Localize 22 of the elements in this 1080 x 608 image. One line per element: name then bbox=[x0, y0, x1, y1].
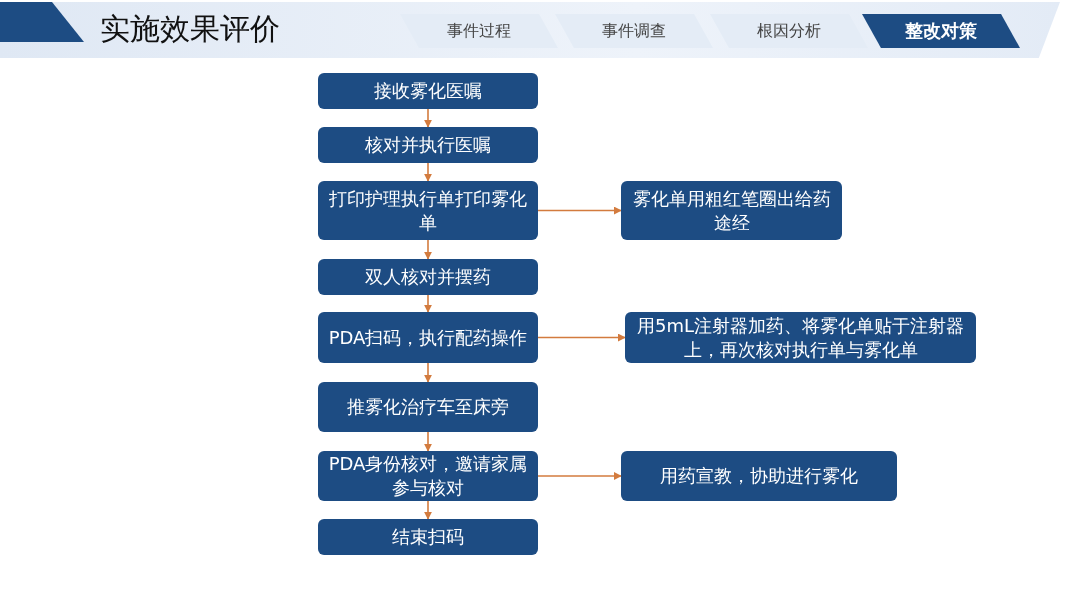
process-box: 推雾化治疗车至床旁 bbox=[318, 382, 538, 432]
arrow bbox=[424, 239, 432, 260]
arrow bbox=[537, 206, 622, 215]
process-box: 结束扫码 bbox=[318, 519, 538, 555]
arrow bbox=[424, 294, 432, 313]
slide-title: 实施效果评价 bbox=[100, 10, 280, 48]
process-box: 雾化单用粗红笔圈出给药途经 bbox=[621, 181, 842, 240]
process-box: 核对并执行医嘱 bbox=[318, 127, 538, 163]
process-box: 双人核对并摆药 bbox=[318, 259, 538, 295]
arrow bbox=[424, 108, 432, 128]
arrow bbox=[424, 431, 432, 452]
process-box: PDA身份核对，邀请家属参与核对 bbox=[318, 451, 538, 501]
process-box: 打印护理执行单打印雾化单 bbox=[318, 181, 538, 240]
process-box: 用5mL注射器加药、将雾化单贴于注射器上，再次核对执行单与雾化单 bbox=[625, 312, 976, 363]
arrow bbox=[424, 162, 432, 182]
arrow bbox=[537, 333, 626, 342]
arrow bbox=[424, 500, 432, 520]
process-box: 用药宣教，协助进行雾化 bbox=[621, 451, 897, 501]
arrow bbox=[537, 472, 622, 480]
arrow bbox=[424, 362, 432, 383]
process-box: 接收雾化医嘱 bbox=[318, 73, 538, 109]
process-box: PDA扫码，执行配药操作 bbox=[318, 312, 538, 363]
